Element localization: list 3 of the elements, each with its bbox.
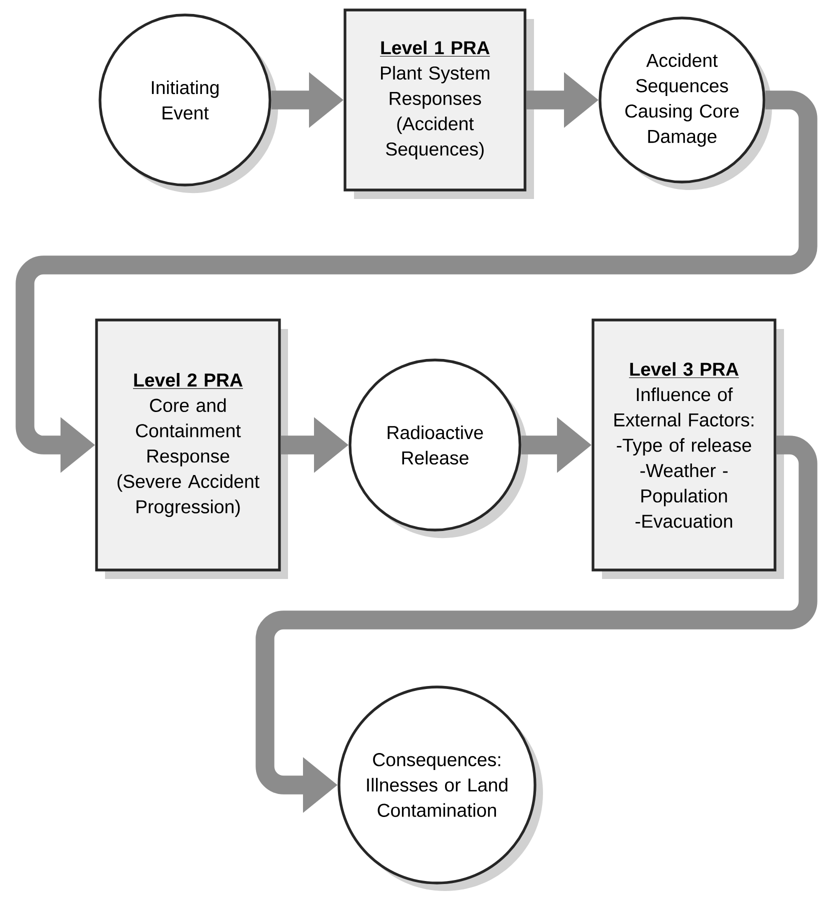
process-box: Level 2 PRA Core and Containment Response (Severe Accident Progression): [95, 318, 288, 579]
process-box: Level 1 PRA Plant System Responses (Accident Sequences): [344, 8, 534, 199]
process-box: Level 3 PRA Influence of External Factors: -Type of release -Weather -Population -Evacuation: [592, 318, 784, 579]
